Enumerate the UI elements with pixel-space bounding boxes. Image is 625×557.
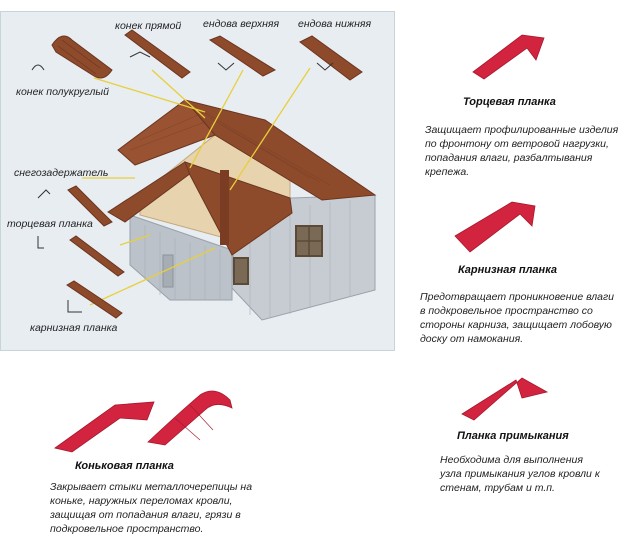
leader-lines (82, 67, 311, 306)
karniznaya-part (66, 280, 123, 319)
primykaniya-product-icon (461, 377, 549, 421)
tortsevaya-part (69, 235, 125, 277)
label-endova-nizhnyaya: ендова нижняя (298, 18, 372, 30)
card-title-primykaniya: Планка примыкания (457, 430, 569, 442)
card-desc-konkovaya: Закрывает стыки металлочерепицы на коньк… (50, 481, 253, 535)
valley-strip (220, 170, 229, 245)
card-desc-primykaniya: Необходима для выполнения узла примыкани… (440, 454, 600, 494)
card-title-konkovaya: Коньковая планка (75, 460, 174, 472)
konkovaya-product-icon-b (147, 390, 233, 446)
card-title-karniznaya: Карнизная планка (458, 264, 558, 276)
roof-slope-left (117, 99, 216, 166)
label-endova-verkhnyaya: ендова верхняя (203, 18, 280, 30)
label-karniznaya: карнизная планка (30, 322, 118, 334)
card-title-tortsevaya: Торцевая планка (463, 96, 556, 108)
house-wall-front (129, 214, 233, 301)
label-tortsevaya: торцевая планка (7, 218, 93, 230)
house-window-front (233, 257, 249, 285)
snegozaderzhatel-part (67, 185, 113, 227)
tortsevaya-product-icon (472, 34, 545, 80)
card-desc-karniznaya: Предотвращает проникновение влаги в подк… (420, 291, 615, 345)
konkovaya-product-icon-a (54, 401, 155, 453)
card-desc-tortsevaya: Защищает профилированные изделия по фрон… (425, 124, 619, 178)
endova-verkhnyaya-part (208, 35, 277, 77)
endova-nizhnyaya-part (299, 35, 363, 81)
label-snegozaderzhatel: снегозадержатель (14, 167, 109, 179)
konek-polukruglyi-part (51, 35, 113, 79)
profile-icons (31, 51, 334, 313)
label-konek-pryamoy: конек прямой (115, 20, 182, 32)
karniznaya-product-icon (454, 201, 536, 253)
roof-front-gable-right (184, 161, 293, 256)
label-konek-polukruglyi: конек полукруглый (16, 86, 109, 98)
konek-pryamoy-part (124, 29, 191, 79)
